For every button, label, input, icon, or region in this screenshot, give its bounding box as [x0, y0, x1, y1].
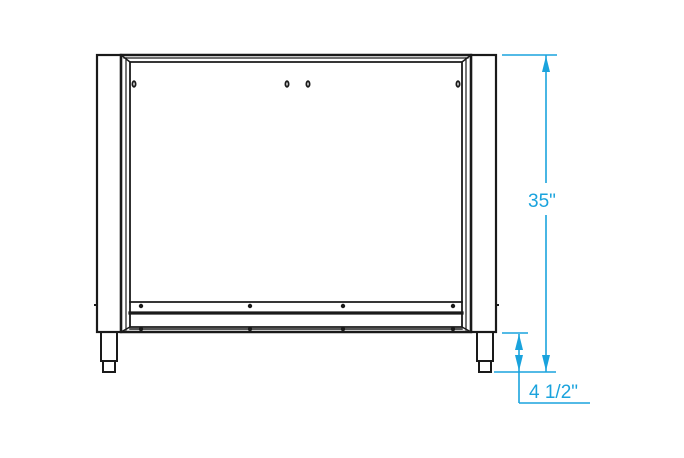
- hole-icon: [305, 80, 311, 88]
- arrow-down-icon: [515, 355, 523, 371]
- bolt-icon: [340, 303, 346, 309]
- arrow-up-icon: [515, 334, 523, 350]
- front-frame-outer: [119, 53, 473, 334]
- mounting-holes: [131, 80, 461, 88]
- overall-height-label: 35": [528, 191, 556, 212]
- hole-icon: [455, 80, 461, 88]
- bolt-icon: [138, 303, 144, 309]
- bolt-icon: [138, 326, 144, 332]
- right-leg-foot: [478, 360, 492, 373]
- right-side-post: [469, 53, 498, 334]
- hole-icon: [284, 80, 290, 88]
- left-leg: [100, 331, 118, 362]
- arrow-up-icon: [542, 56, 550, 72]
- hole-icon: [131, 80, 137, 88]
- arrow-down-icon: [542, 355, 550, 371]
- front-panel-inner: [129, 61, 463, 328]
- leg-height-label: 4 1/2": [529, 382, 578, 403]
- bolt-icon: [247, 326, 253, 332]
- bolt-icon: [340, 326, 346, 332]
- right-leg: [476, 331, 494, 362]
- bevel-corners: [119, 53, 473, 334]
- left-side-post: [95, 53, 123, 334]
- rail-bolts: [138, 303, 456, 332]
- left-leg-foot: [102, 360, 116, 373]
- bolt-icon: [450, 303, 456, 309]
- dimension-lines: [494, 54, 590, 404]
- bolt-icon: [450, 326, 456, 332]
- cabinet-outline: [94, 53, 499, 373]
- bolt-icon: [247, 303, 253, 309]
